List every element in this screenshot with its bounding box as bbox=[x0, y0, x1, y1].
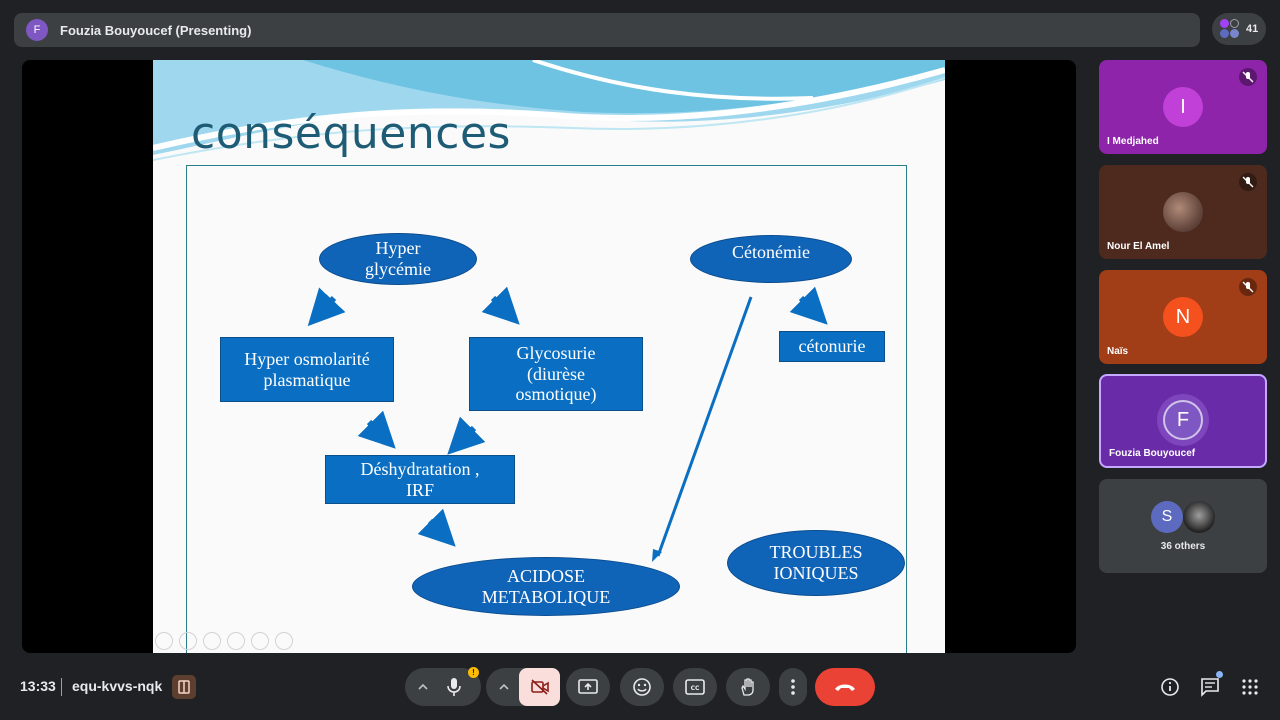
node-hyperosmolarite-line1: Hyper osmolarité bbox=[244, 348, 370, 369]
others-photo-avatar bbox=[1183, 501, 1215, 533]
slides-icon[interactable] bbox=[227, 632, 245, 650]
microphone-button[interactable] bbox=[445, 677, 463, 697]
slide-wave-decoration bbox=[153, 60, 945, 161]
mic-off-icon bbox=[1239, 173, 1257, 191]
host-controls-icon[interactable] bbox=[172, 675, 196, 699]
warning-badge-icon: ! bbox=[468, 667, 479, 678]
present-screen-icon bbox=[578, 679, 598, 694]
activities-button[interactable] bbox=[1236, 673, 1264, 701]
reactions-button[interactable] bbox=[620, 668, 664, 706]
node-acidose-line1: ACIDOSE bbox=[506, 565, 585, 586]
end-call-icon bbox=[835, 684, 855, 691]
meeting-code: equ-kvvs-nqk bbox=[72, 678, 163, 694]
node-glycosurie-line2: (diurèse bbox=[527, 363, 585, 384]
audio-options-chevron-icon[interactable] bbox=[417, 681, 429, 693]
chat-icon bbox=[1201, 678, 1219, 697]
participant-name: Nour El Amel bbox=[1107, 241, 1170, 252]
presenter-avatar: F bbox=[26, 19, 48, 41]
participant-name: Naïs bbox=[1107, 346, 1129, 357]
captions-icon: CC bbox=[685, 679, 705, 695]
participant-name: I Medjahed bbox=[1107, 136, 1159, 147]
others-tile[interactable]: S 36 others bbox=[1099, 479, 1267, 573]
node-troubles-line2: IONIQUES bbox=[773, 563, 859, 583]
node-hyperglycemie-line1: Hyper bbox=[375, 238, 421, 259]
raise-hand-icon bbox=[741, 678, 754, 696]
node-cetonurie-label: cétonurie bbox=[798, 336, 866, 357]
presenter-label: Fouzia Bouyoucef (Presenting) bbox=[60, 22, 252, 38]
pen-icon[interactable] bbox=[203, 632, 221, 650]
node-deshydratation-line2: IRF bbox=[405, 479, 434, 500]
node-cetonemie-label: Cétonémie bbox=[732, 242, 810, 262]
presenter-bar[interactable]: F Fouzia Bouyoucef (Presenting) bbox=[14, 13, 1200, 47]
node-hyperosmolarite-line2: plasmatique bbox=[263, 369, 351, 390]
participant-avatar: I bbox=[1163, 87, 1203, 127]
next-slide-icon[interactable] bbox=[179, 632, 197, 650]
node-acidose-line2: METABOLIQUE bbox=[481, 586, 611, 607]
slide-toolbar bbox=[155, 632, 293, 650]
video-options-group bbox=[486, 668, 560, 706]
clock: 13:33 bbox=[20, 678, 56, 694]
emoji-icon bbox=[633, 678, 651, 696]
diagram-frame bbox=[186, 165, 907, 653]
divider bbox=[61, 678, 62, 696]
raise-hand-button[interactable] bbox=[726, 668, 770, 706]
svg-text:CC: CC bbox=[691, 685, 700, 692]
participant-count: 41 bbox=[1246, 23, 1259, 35]
participants-button[interactable]: 41 bbox=[1212, 13, 1266, 45]
node-deshydratation: Déshydratation ,IRF bbox=[325, 455, 515, 504]
prev-slide-icon[interactable] bbox=[155, 632, 173, 650]
mic-off-icon bbox=[1239, 278, 1257, 296]
node-deshydratation-line1: Déshydratation , bbox=[360, 458, 480, 479]
node-cetonemie: Cétonémie bbox=[690, 235, 852, 283]
participant-tile-speaking[interactable]: F Fouzia Bouyoucef bbox=[1099, 374, 1267, 468]
more-icon[interactable] bbox=[275, 632, 293, 650]
node-troubles-line1: TROUBLES bbox=[769, 542, 863, 563]
participant-avatar: N bbox=[1163, 297, 1203, 337]
apps-grid-icon bbox=[1242, 679, 1258, 695]
participant-avatar: F bbox=[1163, 400, 1203, 440]
more-vert-icon bbox=[791, 679, 795, 695]
participant-tile[interactable]: I I Medjahed bbox=[1099, 60, 1267, 154]
chat-button[interactable] bbox=[1196, 671, 1224, 701]
node-cetonurie: cétonurie bbox=[779, 331, 885, 362]
video-options-chevron-icon[interactable] bbox=[498, 681, 510, 693]
node-hyperglycemie-line2: glycémie bbox=[365, 259, 431, 279]
leave-call-button[interactable] bbox=[815, 668, 875, 706]
camera-off-button[interactable] bbox=[519, 668, 560, 706]
others-avatar: S bbox=[1151, 501, 1183, 533]
notification-dot bbox=[1216, 671, 1223, 678]
present-screen-button[interactable] bbox=[566, 668, 610, 706]
node-glycosurie-line3: osmotique) bbox=[515, 384, 597, 405]
participant-tile[interactable]: N Naïs bbox=[1099, 270, 1267, 364]
captions-button[interactable]: CC bbox=[673, 668, 717, 706]
more-options-button[interactable] bbox=[779, 668, 807, 706]
others-label: 36 others bbox=[1160, 541, 1206, 552]
participant-tile[interactable]: Nour El Amel bbox=[1099, 165, 1267, 259]
zoom-icon[interactable] bbox=[251, 632, 269, 650]
slide-title: conséquences bbox=[191, 108, 511, 159]
participant-name: Fouzia Bouyoucef bbox=[1109, 448, 1196, 459]
audio-options-group: ! bbox=[405, 667, 481, 706]
node-glycosurie-line1: Glycosurie bbox=[516, 342, 596, 363]
people-icon bbox=[1218, 18, 1240, 40]
participant-photo-avatar bbox=[1163, 192, 1203, 232]
bottom-controls: 13:33 equ-kvvs-nqk ! CC bbox=[0, 666, 1280, 708]
camera-off-icon bbox=[530, 679, 549, 695]
info-icon bbox=[1161, 678, 1179, 696]
mic-off-icon bbox=[1239, 68, 1257, 86]
meeting-details-button[interactable] bbox=[1156, 673, 1184, 701]
